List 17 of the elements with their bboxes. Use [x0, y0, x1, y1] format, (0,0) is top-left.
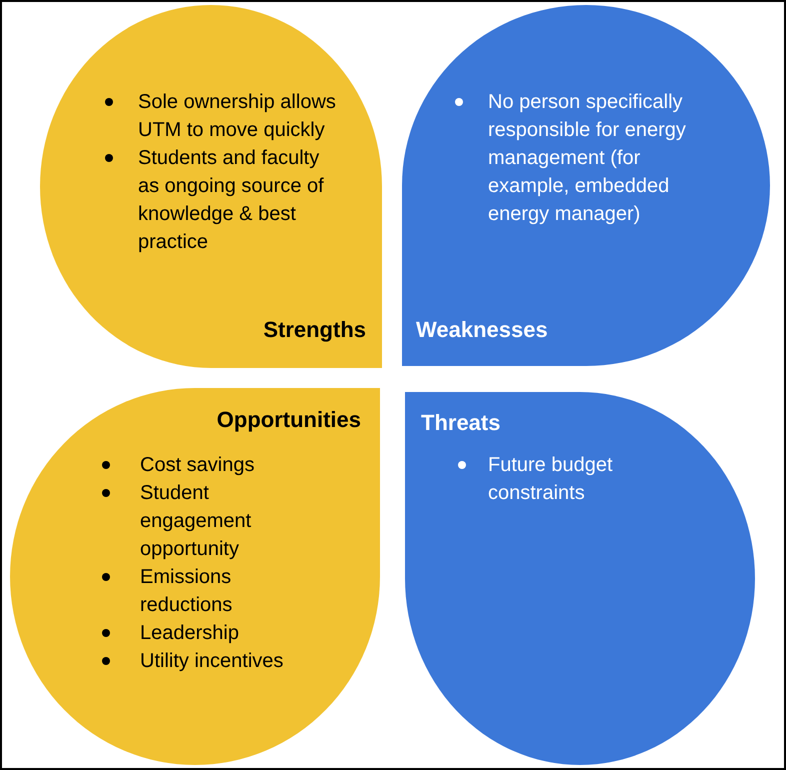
bullet-text: Emissions reductions — [140, 566, 232, 616]
teardrop-shape — [40, 5, 382, 368]
bullet-text: Leadership — [140, 622, 239, 644]
section-heading: Strengths — [263, 316, 366, 344]
bullet-text: Future budget constraints — [488, 454, 613, 504]
section-heading: Opportunities — [216, 406, 361, 434]
bullet-text: Student engagement opportunity — [140, 482, 252, 560]
bullet-text: Students and faculty as ongoing source of knowledge & best practice — [138, 147, 324, 253]
section-heading: Weaknesses — [416, 316, 548, 344]
teardrop-shape — [405, 392, 755, 765]
section-heading: Threats — [421, 409, 500, 437]
bullet-text: Sole ownership allows UTM to move quickly — [138, 91, 336, 141]
bullet-text: No person specifically responsible for energy management (for example, embedded energy manager) — [488, 91, 686, 225]
bullet-text: Utility incentives — [140, 650, 284, 672]
bullet-text: Cost savings — [140, 454, 254, 476]
teardrop-shape — [10, 388, 380, 765]
teardrop-shape — [402, 5, 770, 366]
